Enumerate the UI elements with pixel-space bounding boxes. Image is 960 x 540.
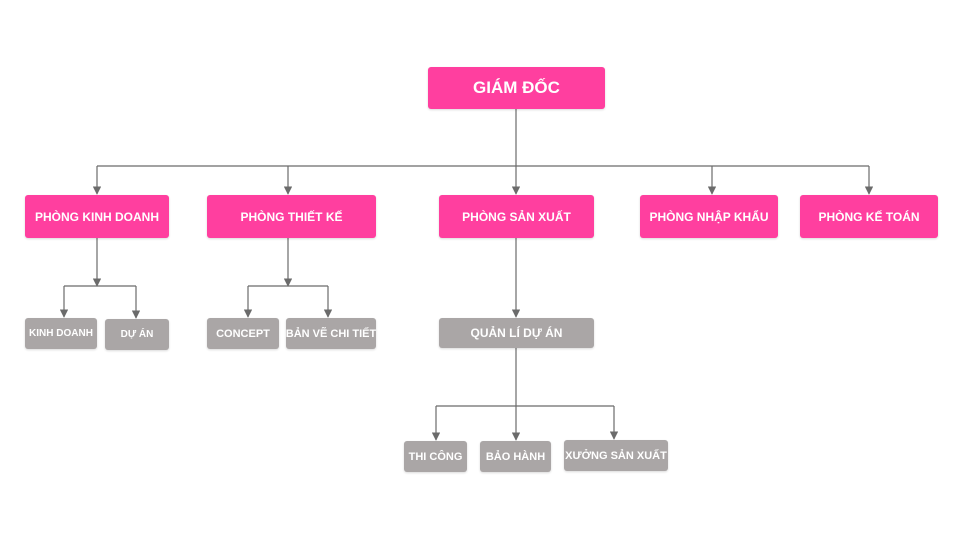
unit-projects-box: DỰ ÁN — [105, 319, 169, 350]
department-sales-box: PHÒNG KINH DOANH — [25, 195, 169, 238]
unit-construction-box: THI CÔNG — [404, 441, 467, 472]
unit-workshop-box: XƯỞNG SẢN XUẤT — [564, 440, 668, 471]
department-import-box: PHÒNG NHẬP KHẨU — [640, 195, 778, 238]
department-design-box: PHÒNG THIẾT KẾ — [207, 195, 376, 238]
unit-project-management-box: QUẢN LÍ DỰ ÁN — [439, 318, 594, 348]
unit-detail-drawings-box: BẢN VẼ CHI TIẾT — [286, 318, 376, 349]
unit-warranty-box: BẢO HÀNH — [480, 441, 551, 472]
department-accounting-box: PHÒNG KẾ TOÁN — [800, 195, 938, 238]
unit-business-box: KINH DOANH — [25, 318, 97, 349]
director-box: GIÁM ĐỐC — [428, 67, 605, 109]
department-production-box: PHÒNG SẢN XUẤT — [439, 195, 594, 238]
unit-concept-box: CONCEPT — [207, 318, 279, 349]
